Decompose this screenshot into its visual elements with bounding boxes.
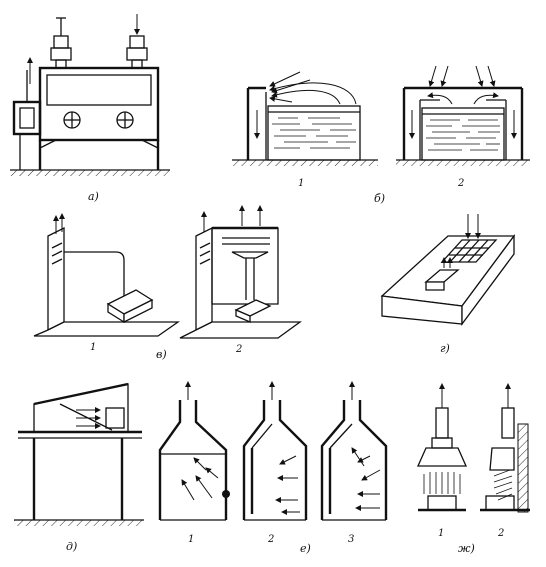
panel-v-bench-suction: 1 2 в): [33, 205, 302, 361]
cabinet-3: 3: [320, 381, 388, 545]
panel-g-downdraft-table: г): [380, 214, 516, 355]
panel-e-sub-3: 3: [348, 534, 354, 545]
opening-marker: [222, 490, 230, 498]
filter-right: [129, 35, 145, 49]
panel-zh-label: ж): [458, 542, 475, 555]
panel-b-tank-suction: 1: [232, 65, 530, 205]
panel-zh-sub-2: 2: [497, 528, 504, 539]
panel-b-sub-2: 2: [457, 178, 464, 189]
panel-a-label: а): [88, 190, 99, 203]
panel-g-label: г): [440, 342, 450, 355]
tank-1: 1: [232, 71, 378, 189]
panel-d-table-hood: д): [14, 382, 144, 553]
panel-v-label: в): [156, 348, 167, 361]
glove-box-window: [46, 74, 152, 106]
suction-grid: [440, 239, 498, 263]
bench-variant-1: 1: [33, 213, 181, 353]
glove-box-chamber: [38, 66, 160, 142]
panel-b-sub-1: 1: [298, 178, 304, 189]
panel-e-sub-1: 1: [188, 534, 194, 545]
tank-2: 2: [396, 65, 530, 189]
bench-variant-2: 2: [179, 205, 302, 355]
panel-e-sub-2: 2: [267, 534, 274, 545]
panel-zh-local-hoods: 1 2 ж): [416, 383, 530, 555]
panel-a-glove-box: а): [10, 14, 170, 203]
airlock-chamber: [12, 100, 42, 136]
panel-v-sub-1: 1: [90, 342, 96, 353]
canopy-hood-2: 2: [480, 383, 530, 539]
panel-zh-sub-1: 1: [438, 528, 444, 539]
panel-d-label: д): [66, 540, 77, 553]
panel-v-sub-2: 2: [235, 344, 242, 355]
panel-b-label: б): [374, 192, 385, 205]
panel-e-cabinet-hoods: 1 2 3: [158, 381, 388, 555]
cabinet-2: 2: [242, 381, 308, 545]
canopy-hood-1: 1: [416, 383, 468, 539]
cabinet-1: 1: [158, 381, 230, 545]
filter-left: [53, 35, 69, 49]
panel-e-label: е): [300, 542, 311, 555]
